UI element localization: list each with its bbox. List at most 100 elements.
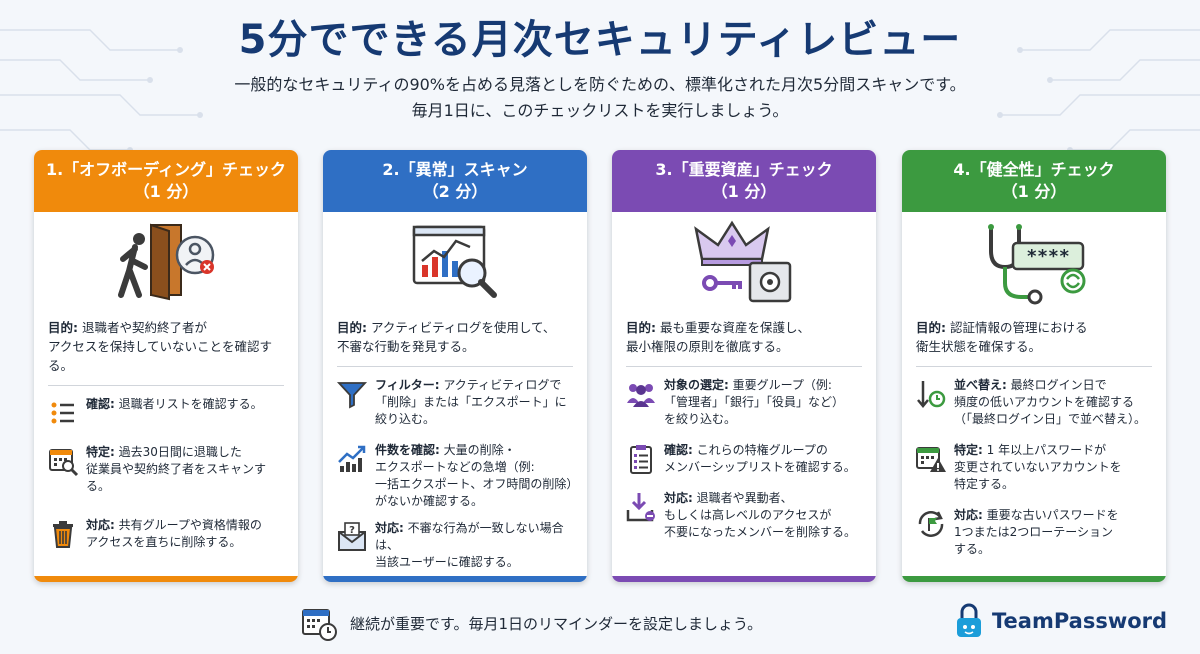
card-grid: 1.「オフボーディング」チェック （1 分） 目的: 退職者や契約終了者が アク… bbox=[34, 150, 1166, 582]
card-steps: フィルター: アクティビティログで 「削除」または「エクスポート」に 絞り込む。… bbox=[323, 367, 587, 571]
step-item: フィルター: アクティビティログで 「削除」または「エクスポート」に 絞り込む。 bbox=[335, 377, 575, 428]
card-goal: 目的: 退職者や契約終了者が アクセスを保持していないことを確認する。 bbox=[48, 312, 284, 386]
step-label: 件数を確認: bbox=[375, 443, 440, 457]
chart-magnifier-icon bbox=[323, 212, 587, 312]
step-text: 重要な古いパスワードを bbox=[986, 508, 1119, 522]
card-goal: 目的: 最も重要な資産を保護し、 最小権限の原則を徹底する。 bbox=[626, 312, 862, 367]
step-text: 1 年以上パスワードが bbox=[986, 443, 1107, 457]
step-item: 特定: 1 年以上パスワードが 変更されていないアカウントを 特定する。 bbox=[914, 442, 1154, 493]
card-critical-assets: 3.「重要資産」チェック （1 分） 目的: 最も重要な資産を保護し、 最小権限… bbox=[612, 150, 876, 582]
subtitle-line-2: 毎月1日に、このチェックリストを実行しましょう。 bbox=[411, 101, 789, 120]
goal-label: 目的: bbox=[626, 320, 656, 335]
brand-name: TeamPassword bbox=[992, 609, 1168, 633]
mail-question-icon: ? bbox=[338, 522, 366, 551]
sort-clock-icon bbox=[917, 381, 946, 408]
step-label: 対応: bbox=[86, 518, 115, 532]
checklist-icon bbox=[51, 402, 74, 424]
remove-user-icon bbox=[626, 493, 655, 522]
step-text: アクティビティログで bbox=[443, 378, 562, 392]
clipboard-list-icon bbox=[630, 445, 652, 474]
goal-line-1: アクティビティログを使用して、 bbox=[370, 320, 556, 335]
goal-label: 目的: bbox=[337, 320, 367, 335]
step-text: 変更されていないアカウントを bbox=[954, 460, 1122, 474]
goal-line-1: 退職者や契約終了者が bbox=[81, 320, 207, 335]
step-text: もしくは高レベルのアクセスが bbox=[664, 508, 832, 522]
step-item: ? 対応: 不審な行為が一致しない場合は、 当該ユーザーに確認する。 bbox=[335, 520, 575, 571]
step-text: がないか確認する。 bbox=[375, 494, 484, 508]
step-label: 対応: bbox=[375, 521, 404, 535]
group-icon bbox=[627, 384, 655, 407]
step-label: 確認: bbox=[86, 397, 115, 411]
step-text: 退職者や異動者、 bbox=[696, 491, 793, 505]
step-item: 対応: 退職者や異動者、 もしくは高レベルのアクセスが 不要になったメンバーを削… bbox=[624, 490, 864, 541]
step-text: これらの特権グループの bbox=[696, 443, 828, 457]
step-text: 共有グループや資格情報の bbox=[118, 518, 262, 532]
goal-line-2: 最小権限の原則を徹底する。 bbox=[626, 339, 789, 354]
goal-line-1: 認証情報の管理における bbox=[949, 320, 1088, 335]
card-header: 1.「オフボーディング」チェック （1 分） bbox=[34, 150, 298, 212]
step-text: 従業員や契約終了者をスキャンする。 bbox=[86, 462, 267, 493]
page-title: 5分でできる月次セキュリティレビュー bbox=[238, 17, 962, 63]
goal-line-1: 最も重要な資産を保護し、 bbox=[659, 320, 810, 335]
step-text: 頻度の低いアカウントを確認する bbox=[954, 395, 1135, 409]
card-steps: 並べ替え: 最終ログイン日で 頻度の低いアカウントを確認する （「最終ログイン日… bbox=[902, 367, 1166, 558]
card-goal: 目的: 認証情報の管理における 衛生状態を確保する。 bbox=[916, 312, 1152, 367]
card-title: 4.「健全性」チェック bbox=[953, 160, 1115, 179]
step-item: 件数を確認: 大量の削除・ エクスポートなどの急増（例: 一括エクスポート、オフ… bbox=[335, 442, 579, 510]
reminder-text: 継続が重要です。毎月1日のリマインダーを設定しましょう。 bbox=[350, 614, 763, 633]
step-text: する。 bbox=[954, 542, 991, 556]
card-duration: （1 分） bbox=[1001, 182, 1067, 201]
step-text: （「最終ログイン日」で並べ替え）。 bbox=[954, 412, 1147, 426]
step-label: 対象の選定: bbox=[664, 378, 729, 392]
card-duration: （2 分） bbox=[422, 182, 488, 201]
step-text: 絞り込む。 bbox=[375, 412, 436, 426]
card-duration: （1 分） bbox=[133, 182, 199, 201]
step-label: 特定: bbox=[86, 445, 115, 459]
brand-logo: TeamPassword bbox=[954, 602, 1167, 640]
svg-text:?: ? bbox=[349, 525, 355, 536]
card-title: 1.「オフボーディング」チェック bbox=[45, 160, 287, 179]
step-text: を絞り込む。 bbox=[664, 412, 737, 426]
step-text: 不要になったメンバーを削除する。 bbox=[664, 525, 857, 539]
padlock-icon bbox=[957, 603, 981, 637]
step-text: 特定する。 bbox=[954, 477, 1015, 491]
card-bottom-bar bbox=[323, 576, 587, 582]
trend-up-icon bbox=[338, 445, 366, 472]
step-text: 当該ユーザーに確認する。 bbox=[375, 555, 519, 569]
step-text: エクスポートなどの急増（例: bbox=[375, 460, 535, 474]
header: 5分でできる月次セキュリティレビュー 一般的なセキュリティの90%を占める見落と… bbox=[0, 14, 1200, 124]
subtitle-line-1: 一般的なセキュリティの90%を占める見落としを防ぐための、標準化された月次5分間… bbox=[234, 75, 966, 94]
filter-icon bbox=[336, 382, 368, 409]
step-text: 一括エクスポート、オフ時間の削除） bbox=[375, 477, 579, 491]
goal-label: 目的: bbox=[48, 320, 78, 335]
step-text: 退職者リストを確認する。 bbox=[118, 397, 263, 411]
goal-line-2: 衛生状態を確保する。 bbox=[916, 339, 1042, 354]
step-text: 過去30日間に退職した bbox=[118, 445, 242, 459]
step-item: 特定: 過去30日間に退職した 従業員や契約終了者をスキャンする。 bbox=[46, 444, 286, 495]
step-label: フィルター: bbox=[375, 378, 440, 392]
step-label: 対応: bbox=[664, 491, 693, 505]
card-health-check: 4.「健全性」チェック （1 分） **** 目的: 認証情報の管理における 衛… bbox=[902, 150, 1166, 582]
card-goal: 目的: アクティビティログを使用して、 不審な行動を発見する。 bbox=[337, 312, 573, 367]
step-item: 対応: 共有グループや資格情報の アクセスを直ちに削除する。 bbox=[46, 517, 286, 551]
step-label: 対応: bbox=[954, 508, 983, 522]
step-text: 1つまたは2つローテーション bbox=[954, 525, 1114, 539]
card-bottom-bar bbox=[34, 576, 298, 582]
step-text: アクセスを直ちに削除する。 bbox=[86, 535, 242, 549]
step-item: 対象の選定: 重要グループ（例: 「管理者」「銀行」「役員」など） を絞り込む。 bbox=[624, 377, 864, 428]
rotate-flag-icon bbox=[918, 511, 944, 537]
step-item: 確認: 退職者リストを確認する。 bbox=[46, 396, 286, 430]
goal-label: 目的: bbox=[916, 320, 946, 335]
step-item: 確認: これらの特権グループの メンバーシップリストを確認する。 bbox=[624, 442, 864, 476]
password-mask-text: **** bbox=[1026, 246, 1069, 267]
card-duration: （1 分） bbox=[711, 182, 777, 201]
step-label: 並べ替え: bbox=[954, 378, 1007, 392]
calendar-clock-icon bbox=[302, 609, 337, 641]
card-steps: 確認: 退職者リストを確認する。 特定: 過去30日間に退職した 従業員や契約終… bbox=[34, 386, 298, 551]
circuit-decoration-right bbox=[997, 29, 1200, 153]
step-text: 「管理者」「銀行」「役員」など） bbox=[664, 395, 845, 409]
calendar-warning-icon bbox=[916, 447, 946, 472]
trash-icon bbox=[53, 521, 73, 548]
card-title: 3.「重要資産」チェック bbox=[655, 160, 833, 179]
card-header: 3.「重要資産」チェック （1 分） bbox=[612, 150, 876, 212]
